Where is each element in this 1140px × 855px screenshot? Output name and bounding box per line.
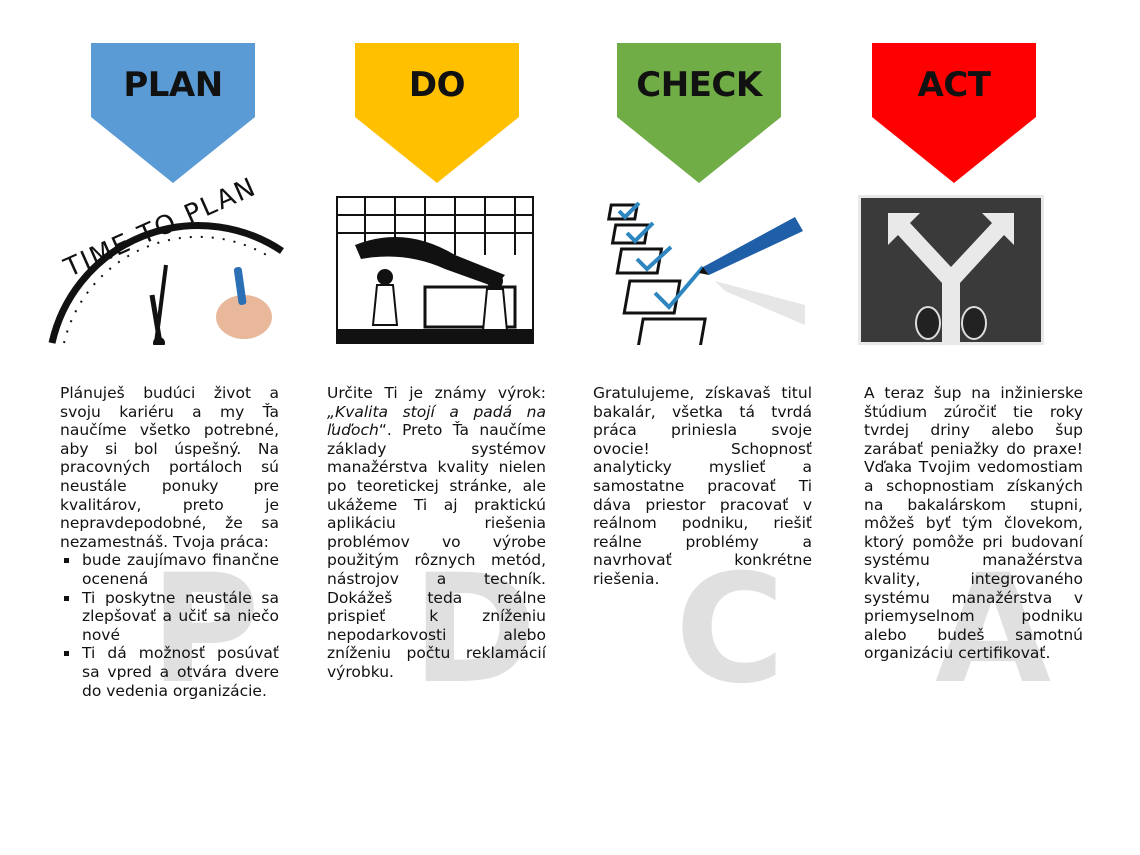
plan-bullet-1: bude zaujímavo finančne ocenená	[60, 551, 279, 588]
plan-bullet-3: Ti dá možnosť posúvať sa vpred a otvára …	[60, 644, 279, 700]
act-text: A teraz šup na inžinierske štúdium zúroč…	[864, 384, 1083, 663]
time-to-plan-image: TIME TO PLAN	[48, 172, 288, 349]
do-text: Určite Ti je známy výrok: „Kvalita stojí…	[327, 384, 546, 682]
workers-machinery-image	[335, 195, 535, 345]
plan-label: PLAN	[123, 65, 223, 105]
check-paragraph: Gratulujeme, získavaš titul bakalár, vše…	[593, 384, 812, 588]
plan-paragraph: Plánuješ budúci život a svoju kariéru a …	[60, 384, 279, 551]
act-paragraph: A teraz šup na inžinierske štúdium zúroč…	[864, 384, 1083, 663]
do-label: DO	[408, 65, 466, 105]
plan-arrow-shape	[91, 43, 255, 183]
plan-bullet-list: bude zaujímavo finančne ocenená Ti posky…	[60, 551, 279, 700]
do-paragraph: Určite Ti je známy výrok: „Kvalita stojí…	[327, 384, 546, 682]
act-label: ACT	[917, 65, 991, 105]
act-arrow-shape	[872, 43, 1036, 183]
check-banner: CHECK	[617, 43, 781, 183]
do-watermark-letter: D	[412, 543, 537, 717]
plan-watermark-letter: P	[150, 543, 260, 717]
checklist-image	[605, 195, 805, 351]
act-watermark-letter: A	[935, 543, 1052, 717]
act-banner: ACT	[872, 43, 1036, 183]
do-quote: „Kvalita stojí a padá na ľuďoch	[327, 402, 546, 440]
check-arrow-shape	[617, 43, 781, 183]
do-arrow-shape	[355, 43, 519, 183]
do-intro: Určite Ti je známy výrok:	[327, 384, 546, 402]
check-text: Gratulujeme, získavaš titul bakalár, vše…	[593, 384, 812, 589]
check-watermark-letter: C	[675, 543, 786, 717]
road-fork-image	[855, 192, 1047, 348]
clock-icon	[48, 222, 284, 349]
plan-text: Plánuješ budúci život a svoju kariéru a …	[60, 384, 279, 700]
do-after-quote: “. Preto Ťa naučíme základy systémov man…	[327, 421, 546, 681]
workers-icon	[336, 196, 534, 344]
checklist-icon	[607, 201, 805, 351]
plan-bullet-2: Ti poskytne neustále sa zlepšovať a učiť…	[60, 589, 279, 645]
do-banner: DO	[355, 43, 519, 183]
plan-banner: PLAN	[91, 43, 255, 183]
road-fork-arrows-icon	[855, 192, 1047, 348]
check-label: CHECK	[636, 65, 762, 105]
